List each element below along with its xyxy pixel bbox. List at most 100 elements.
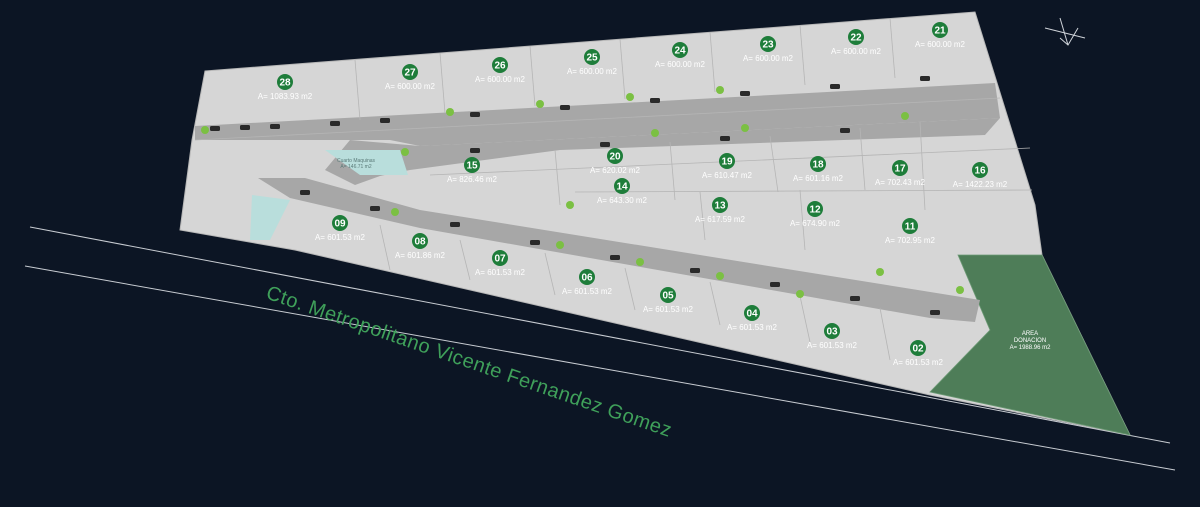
lot-number: 09 <box>334 219 346 230</box>
street-line-top <box>29 226 1171 444</box>
lot-area: A= 1083.93 m2 <box>258 92 313 101</box>
lot-08[interactable]: 08A= 601.86 m2 <box>395 233 446 260</box>
lot-07[interactable]: 07A= 601.53 m2 <box>475 250 526 277</box>
lot-number: 26 <box>494 61 506 72</box>
lot-badge <box>579 269 595 285</box>
lot-number: 19 <box>721 157 733 168</box>
lot-02[interactable]: 02 A= 601.53 m2 <box>893 340 944 367</box>
lot-number: 04 <box>746 309 758 320</box>
lot-badge <box>712 197 728 213</box>
lot-number: 25 <box>586 53 598 64</box>
lot-number: 14 <box>616 182 628 193</box>
lot-number: 24 <box>674 46 686 57</box>
lot-number: 13 <box>714 201 726 212</box>
lot-badge <box>332 215 348 231</box>
lot-area: A= 826.46 m2 <box>447 175 498 184</box>
lot-number: 02 <box>912 344 924 355</box>
lot-badge <box>277 74 293 90</box>
lot-number: 12 <box>809 205 821 216</box>
lot-number: 03 <box>826 327 838 338</box>
lot-badge <box>464 157 480 173</box>
lot-badge <box>672 42 688 58</box>
lot-20[interactable]: 20A= 620.02 m2 <box>590 148 641 175</box>
lot-area: A= 674.90 m2 <box>790 219 841 228</box>
lot-badge <box>744 305 760 321</box>
lot-number: 21 <box>934 26 946 37</box>
lot-24[interactable]: 24 A= 600.00 m2 <box>655 42 706 69</box>
lot-18[interactable]: 18A= 601.16 m2 <box>793 156 844 183</box>
street-line-bottom <box>24 265 1176 471</box>
lot-area: A= 601.53 m2 <box>893 358 944 367</box>
lot-badge <box>492 250 508 266</box>
lot-area: A= 601.53 m2 <box>315 233 366 242</box>
lot-26[interactable]: 26 A= 600.00 m2 <box>475 57 526 84</box>
lot-21[interactable]: 21A= 600.00 m2 <box>915 22 966 49</box>
lot-area: A= 617.59 m2 <box>695 215 746 224</box>
lot-number: 06 <box>581 273 593 284</box>
lot-area: A= 643.30 m2 <box>597 196 648 205</box>
lot-area: A= 601.53 m2 <box>643 305 694 314</box>
lot-11[interactable]: 11A= 702.95 m2 <box>885 218 936 245</box>
lot-area: A= 600.00 m2 <box>567 67 618 76</box>
road-lower <box>258 178 980 322</box>
lot-15[interactable]: 15 A= 826.46 m2 <box>447 157 498 184</box>
lot-22[interactable]: 22A= 600.00 m2 <box>831 29 882 56</box>
common-area-value: A= 146.71 m2 <box>340 164 371 170</box>
road-upper <box>195 83 1000 146</box>
lot-number: 23 <box>762 40 774 51</box>
lot-number: 07 <box>494 254 506 265</box>
lot-badge <box>972 162 988 178</box>
lot-09[interactable]: 09 A= 601.53 m2 <box>315 215 366 242</box>
lot-badge <box>760 36 776 52</box>
lot-area: A= 601.53 m2 <box>562 287 613 296</box>
lot-16[interactable]: 16A= 1422.23 m2 <box>953 162 1008 189</box>
parking-cars <box>210 76 940 315</box>
lot-badge <box>902 218 918 234</box>
lot-badge <box>719 153 735 169</box>
lot-25[interactable]: 25 A= 600.00 m2 <box>567 49 618 76</box>
lot-19[interactable]: 19A= 610.47 m2 <box>702 153 753 180</box>
lot-area: A= 1422.23 m2 <box>953 180 1008 189</box>
common-area-title: Cuarto Maquinas <box>337 158 376 164</box>
lot-number: 15 <box>466 161 478 172</box>
lot-28[interactable]: 28A= 1083.93 m2 <box>258 74 313 101</box>
lot-badge <box>614 178 630 194</box>
lot-badge <box>402 64 418 80</box>
lot-23[interactable]: 23A= 600.00 m2 <box>743 36 794 63</box>
lot-badge <box>932 22 948 38</box>
lot-badge <box>810 156 826 172</box>
lot-area: A= 601.16 m2 <box>793 174 844 183</box>
lot-badge <box>824 323 840 339</box>
lot-badge <box>412 233 428 249</box>
lot-badge <box>848 29 864 45</box>
lot-number: 05 <box>662 291 674 302</box>
lot-04[interactable]: 04 A= 601.53 m2 <box>727 305 778 332</box>
lot-27[interactable]: 27A= 600.00 m2 <box>385 64 436 91</box>
lot-area: A= 600.00 m2 <box>655 60 706 69</box>
lot-number: 22 <box>850 33 862 44</box>
lot-badge <box>892 160 908 176</box>
lot-area: A= 600.00 m2 <box>475 75 526 84</box>
compass-icon <box>1044 17 1086 46</box>
lot-14[interactable]: 14 A= 643.30 m2 <box>597 178 648 205</box>
lot-13[interactable]: 13 A= 617.59 m2 <box>695 197 746 224</box>
lot-badge <box>492 57 508 73</box>
lot-area: A= 601.53 m2 <box>727 323 778 332</box>
lot-number: 11 <box>905 222 916 233</box>
lot-03[interactable]: 03 A= 601.53 m2 <box>807 323 858 350</box>
lot-dividers <box>194 17 1033 361</box>
lot-17[interactable]: 17A= 702.43 m2 <box>875 160 926 187</box>
lot-badge <box>910 340 926 356</box>
lot-12[interactable]: 12 A= 674.90 m2 <box>790 201 841 228</box>
lot-06[interactable]: 06 A= 601.53 m2 <box>562 269 613 296</box>
lot-05[interactable]: 05 A= 601.53 m2 <box>643 287 694 314</box>
road-diagonal <box>325 118 1000 185</box>
common-area[interactable] <box>325 150 408 175</box>
lot-area: A= 620.02 m2 <box>590 166 641 175</box>
lot-area: A= 600.00 m2 <box>385 82 436 91</box>
lot-area: A= 601.53 m2 <box>807 341 858 350</box>
donation-subtitle: DONACION <box>1014 338 1046 344</box>
trees <box>201 86 964 298</box>
lot-badge <box>660 287 676 303</box>
